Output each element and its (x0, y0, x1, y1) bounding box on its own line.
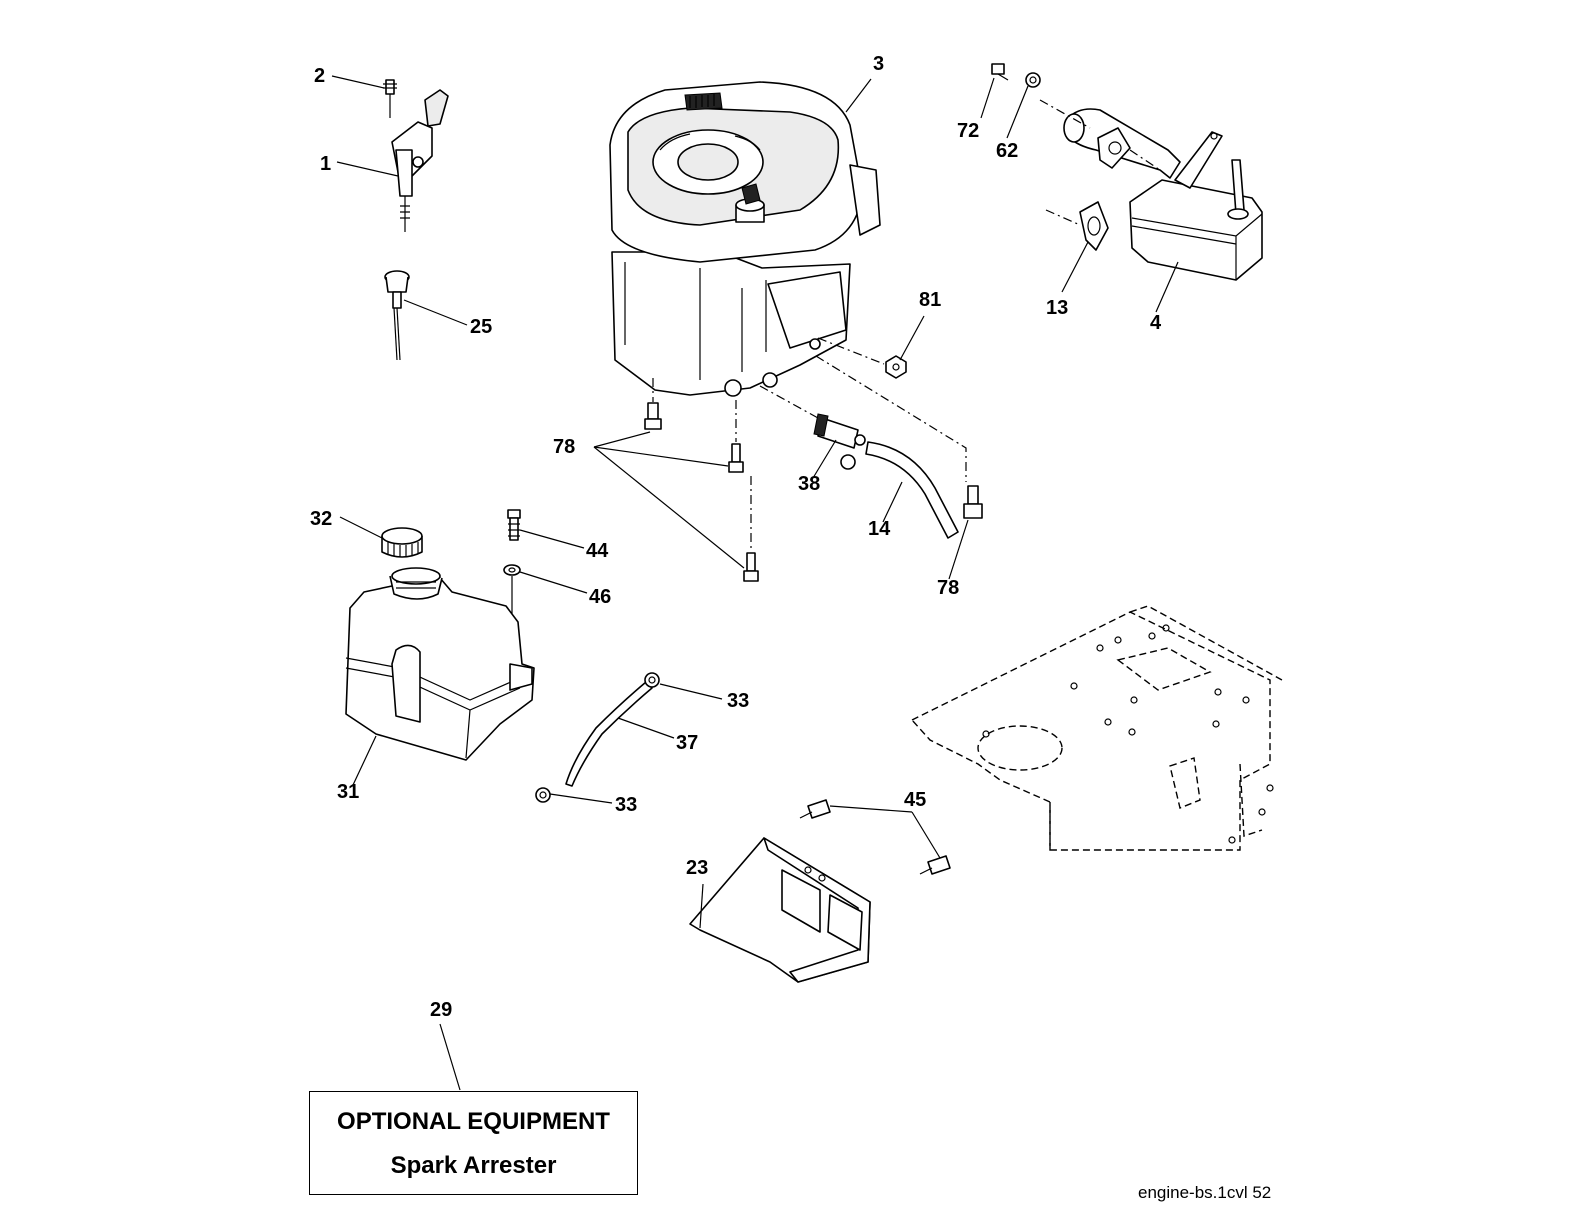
muffler-assembly (991, 63, 1263, 281)
spark-arrester-label: Spark Arrester (390, 1152, 557, 1179)
callout-33-upper: 33 (727, 690, 749, 712)
optional-equipment-title: OPTIONAL EQUIPMENT (337, 1108, 610, 1135)
callout-45: 45 (904, 789, 926, 811)
diagram-reference-code: engine-bs.1cvl 52 (1138, 1183, 1272, 1202)
tank-screw-part (503, 509, 521, 700)
callout-13: 13 (1046, 297, 1068, 319)
leader-lines (331, 75, 1179, 1091)
callout-62: 62 (996, 140, 1018, 162)
frame-holes (982, 624, 1274, 844)
callout-1: 1 (320, 153, 331, 175)
callout-29: 29 (430, 999, 452, 1021)
throttle-control-assembly (383, 79, 449, 232)
callout-3: 3 (873, 53, 884, 75)
tractor-frame-outline (910, 605, 1283, 851)
engine-bolts-part (644, 378, 983, 582)
callout-81: 81 (919, 289, 941, 311)
optional-equipment-box: OPTIONAL EQUIPMENT Spark Arrester (309, 1091, 638, 1195)
heat-shield-part (689, 799, 951, 983)
callout-labels: 1 2 3 4 13 14 23 25 29 31 32 33 33 37 38… (310, 53, 1162, 1021)
callout-4: 4 (1150, 312, 1162, 334)
callout-44: 44 (586, 540, 609, 562)
fuel-cap-part (381, 527, 423, 558)
callout-31: 31 (337, 781, 359, 803)
fuel-filter-part (759, 385, 866, 470)
nut-part (817, 337, 907, 379)
callout-23: 23 (686, 857, 708, 879)
fuel-line-part (535, 672, 660, 803)
callout-37: 37 (676, 732, 698, 754)
callout-14: 14 (868, 518, 891, 540)
callout-46: 46 (589, 586, 611, 608)
callout-32: 32 (310, 508, 332, 530)
callout-72: 72 (957, 120, 979, 142)
callout-78-left: 78 (553, 436, 575, 458)
callout-2: 2 (314, 65, 325, 87)
fuel-hose-part (815, 355, 967, 539)
engine-part (609, 81, 881, 397)
choke-knob-part (384, 270, 410, 361)
callout-25: 25 (470, 316, 492, 338)
callout-38: 38 (798, 473, 820, 495)
callout-78-right: 78 (937, 577, 959, 599)
fuel-tank-part (345, 567, 535, 761)
callout-33-lower: 33 (615, 794, 637, 816)
